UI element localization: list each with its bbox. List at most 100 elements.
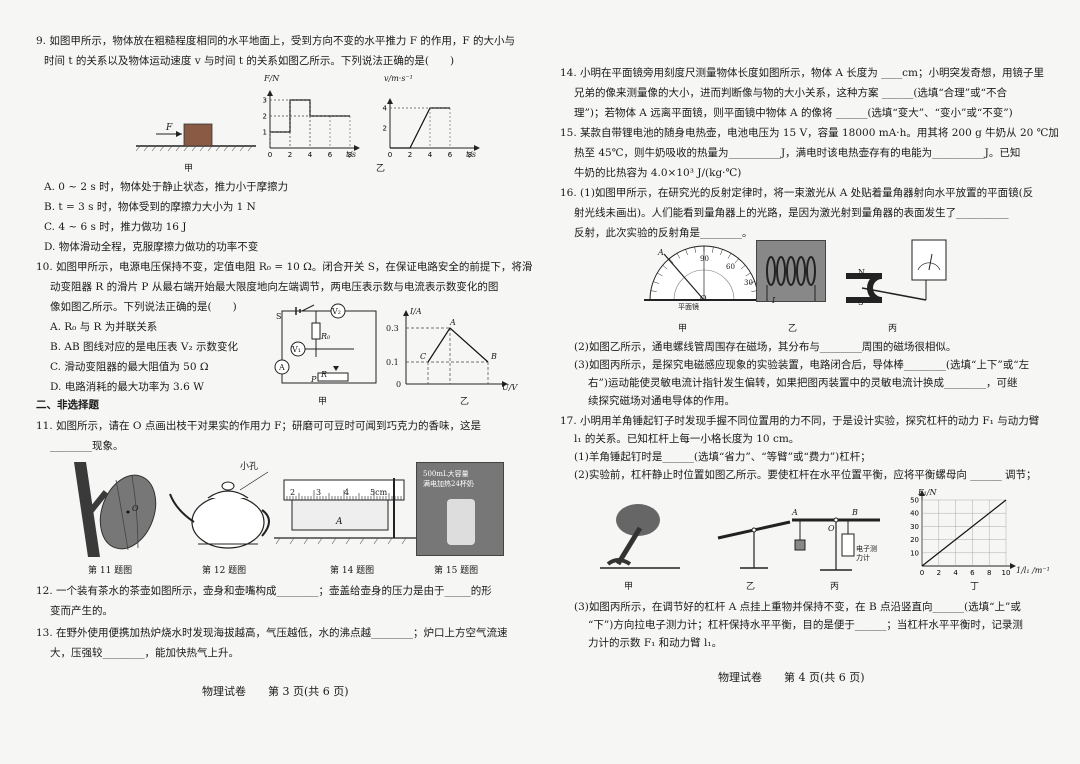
y-tick-label: 2 [383, 125, 387, 133]
point-b-label: B [491, 352, 497, 361]
q10-iu-graph [403, 310, 508, 387]
chart2-ylabel: v/m·s⁻¹ [384, 74, 413, 83]
q9-figure-a [135, 123, 256, 152]
protractor-tick [650, 290, 657, 292]
q10-graph-lines [427, 327, 489, 363]
x-tick-label: 6 [970, 569, 975, 577]
chart1-xlabel: t/s [346, 150, 357, 159]
q17-tilted-lever-figure [717, 520, 791, 569]
x-tick-label: 8 [348, 151, 352, 159]
x-tick-label: 2 [288, 151, 292, 159]
circuit-v1-label: V₁ [292, 345, 301, 354]
q15-package-photo: 500mL大容量 满电加热24杯奶 [416, 462, 504, 556]
protractor-a-label: A [658, 248, 664, 257]
section-2-title: 二、非选择题 [36, 399, 99, 411]
protractor-tick [712, 246, 714, 253]
q15-line2: 热至 45℃，则牛奶吸收的热量为__________J，满电时该电热壶存有的电能… [574, 147, 1021, 159]
q14-line2: 兄弟的像来测量像的大小，进而判断像与物的大小关系，这种方案 ______(选填“… [574, 87, 1008, 99]
q17-sub3-line2: “下”)方向拉电子测力计；杠杆保持水平平衡，目的是便于______；当杠杆水平平… [588, 619, 1023, 631]
q16-protractor-figure [644, 245, 764, 301]
lever-a-label: A [792, 508, 798, 517]
q10-line2: 动变阻器 R 的滑片 P 从最右端开始最大限度地向左端调节，两电压表示数与电流表… [50, 281, 499, 293]
q11-line1: 11. 如图所示，请在 O 点画出枝干对果实的作用力 F；研磨可可豆时可闻到巧克… [36, 420, 481, 432]
q17-line1: 17. 小明用羊角锤起钉子时发现手握不同位置用的力不同，于是设计实验，探究杠杆的… [560, 415, 1040, 427]
ruler-tick-2: 2 [290, 488, 296, 497]
q10-line3: 像如图乙所示。下列说法正确的是( ) [50, 301, 237, 313]
protractor-tick [653, 281, 659, 284]
right-page-footer: 物理试卷 第 4 页(共 6 页) [718, 671, 865, 684]
x-tick-label: 0 [268, 151, 272, 159]
q10-graph-ytick-03: 0.3 [386, 324, 399, 333]
q12-fig-caption: 第 12 题图 [202, 566, 247, 576]
y-tick-label: 50 [910, 497, 919, 505]
solenoid-current-label: I [772, 296, 776, 305]
q16-induction-figure [846, 239, 947, 303]
series-line [921, 499, 1007, 567]
protractor-tick [740, 265, 746, 270]
lever-b-label: B [852, 508, 858, 517]
q17-fig-a-label: 甲 [624, 582, 634, 592]
circuit-p-label: P [311, 375, 317, 384]
q16-line1: 16. (1)如图甲所示，在研究光的反射定律时，将一束激光从 A 处贴着量角器射… [560, 187, 1034, 199]
protractor-tick [720, 249, 723, 255]
q16-sub2: (2)如图乙所示，通电螺线管周围存在磁场，其分布与________周围的磁场很相… [574, 341, 957, 353]
q10-circuit [274, 303, 377, 384]
x-axis-arrow [354, 145, 360, 151]
q10-option-c: C. 滑动变阻器的最大阻值为 50 Ω [50, 361, 209, 373]
q16-fig-a-label: 甲 [678, 324, 688, 334]
x-tick-label: 0 [388, 151, 392, 159]
circuit-r0-label: R₀ [321, 332, 331, 341]
angle-label-30: 30 [744, 279, 753, 287]
y-tick-label: 40 [910, 510, 919, 518]
q15-line1: 15. 某款自带锂电池的随身电热壶，电池电压为 15 V，容量 18000 mA… [560, 127, 1059, 139]
chart2-xlabel: t/s [466, 150, 477, 159]
circuit-r-label: R [321, 370, 328, 379]
q17-fig-b-label: 乙 [746, 582, 756, 592]
q14-fig-caption: 第 14 题图 [330, 566, 375, 576]
q12-teapot-figure [169, 471, 270, 549]
q17-lever-meter-figure [792, 517, 880, 571]
q9-fig-b-label: 乙 [376, 164, 386, 174]
protractor-tick [734, 258, 739, 264]
q10-option-a: A. R₀ 与 R 为并联关系 [50, 321, 158, 333]
lever-o-label: O [828, 524, 835, 533]
q10-fig-a-label: 甲 [318, 397, 328, 407]
q9-line1: 9. 如图甲所示，物体放在粗糙程度相同的水平地面上，受到方向不变的水平推力 F … [36, 35, 515, 47]
x-tick-label: 4 [308, 151, 313, 159]
protractor-tick [745, 272, 751, 277]
protractor-tick [685, 249, 688, 255]
q16-solenoid-figure [756, 240, 826, 302]
y-tick-label: 10 [910, 549, 919, 557]
magnet-s-label: S [858, 298, 864, 307]
x-tick-label: 0 [920, 569, 924, 577]
q17-fig-c-label: 丙 [830, 582, 840, 592]
protractor-tick [657, 272, 663, 277]
q10-fig-b-label: 乙 [460, 397, 470, 407]
q16-sub3-line3: 续探究磁场对通电导体的作用。 [588, 395, 735, 407]
block-object [183, 123, 213, 147]
y-axis-arrow [267, 90, 273, 96]
q12-line1: 12. 一个装有茶水的茶壶如图所示，壶身和壶嘴构成________；壶盖给壶身的… [36, 585, 492, 597]
y-axis-arrow [387, 98, 393, 104]
protractor-tick [669, 258, 674, 264]
q17-fig-d-label: 丁 [970, 582, 980, 592]
protractor-tick [676, 253, 681, 259]
q10-graph-ytick-01: 0.1 [386, 358, 399, 367]
q16-sub3-line2: 右”)运动能使灵敏电流计指针发生偏转，如果把图丙装置中的灵敏电流计换成_____… [588, 377, 1018, 389]
q17-hammer-figure [600, 504, 680, 569]
point-a-label: A [450, 318, 456, 327]
protractor-tick [727, 253, 732, 259]
point-c-label: C [420, 352, 427, 361]
x-axis-arrow [474, 145, 480, 151]
q9-fig-a-label: 甲 [184, 164, 194, 174]
q10-graph-origin: 0 [396, 380, 402, 389]
q10-line1: 10. 如图甲所示，电源电压保持不变，定值电阻 R₀ = 10 Ω。闭合开关 S… [36, 261, 533, 273]
x-tick-label: 4 [953, 569, 958, 577]
angle-label-90: 90 [700, 255, 709, 263]
meter-label-1: 电子测 [856, 545, 877, 553]
mirror-label: 平面镜 [678, 303, 699, 311]
q13-line1: 13. 在野外使用便携加热炉烧水时发现海拔越高，气压越低，水的沸点越______… [36, 627, 508, 639]
